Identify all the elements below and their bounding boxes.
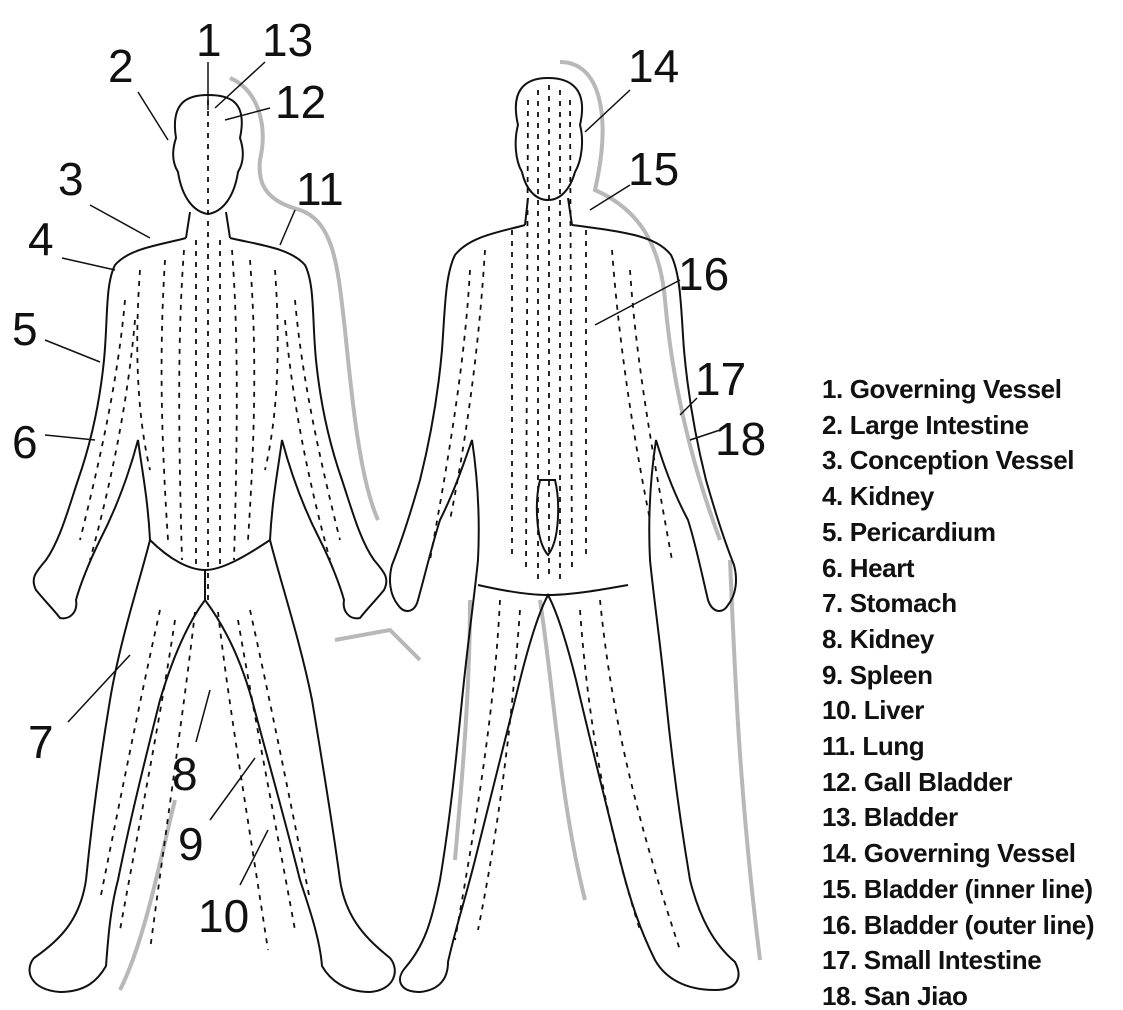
back-body-figure <box>390 78 738 992</box>
legend-item: 16. Bladder (outer line) <box>822 908 1094 944</box>
callout-leaders <box>45 62 720 885</box>
meridian-legend: 1. Governing Vessel 2. Large Intestine 3… <box>822 372 1094 1010</box>
back-meridian-lines <box>430 85 680 950</box>
legend-item: 4. Kidney <box>822 479 1094 515</box>
legend-item: 15. Bladder (inner line) <box>822 872 1094 908</box>
shadow-outlines <box>120 62 760 990</box>
legend-item: 6. Heart <box>822 551 1094 587</box>
back-torso-outline <box>390 225 738 992</box>
legend-item: 14. Governing Vessel <box>822 836 1094 872</box>
legend-item: 13. Bladder <box>822 800 1094 836</box>
callout-6: 6 <box>12 416 38 468</box>
legend-item: 17. Small Intestine <box>822 943 1094 979</box>
callout-1: 1 <box>196 14 222 66</box>
callout-10: 10 <box>198 890 249 942</box>
front-meridian-lines <box>80 100 340 950</box>
front-body-figure <box>30 95 395 992</box>
callout-15: 15 <box>628 143 679 195</box>
legend-item: 9. Spleen <box>822 658 1094 694</box>
callout-7: 7 <box>28 716 54 768</box>
callout-8: 8 <box>172 748 198 800</box>
callout-12: 12 <box>275 76 326 128</box>
legend-item: 18. San Jiao <box>822 979 1094 1010</box>
callout-4: 4 <box>28 213 54 265</box>
callout-13: 13 <box>262 14 313 66</box>
callout-9: 9 <box>178 818 204 870</box>
legend-item: 1. Governing Vessel <box>822 372 1094 408</box>
callout-11: 11 <box>296 163 344 215</box>
legend-item: 3. Conception Vessel <box>822 443 1094 479</box>
legend-item: 7. Stomach <box>822 586 1094 622</box>
callout-18: 18 <box>715 413 766 465</box>
callout-5: 5 <box>12 303 38 355</box>
legend-item: 2. Large Intestine <box>822 408 1094 444</box>
front-torso-outline <box>30 238 395 992</box>
legend-item: 10. Liver <box>822 693 1094 729</box>
callout-14: 14 <box>628 40 679 92</box>
legend-item: 11. Lung <box>822 729 1094 765</box>
legend-item: 8. Kidney <box>822 622 1094 658</box>
legend-item: 5. Pericardium <box>822 515 1094 551</box>
callout-16: 16 <box>678 248 729 300</box>
callout-numbers: 1 2 13 12 3 11 4 5 6 7 8 9 10 14 15 16 1… <box>12 14 766 942</box>
legend-item: 12. Gall Bladder <box>822 765 1094 801</box>
callout-3: 3 <box>58 153 84 205</box>
callout-2: 2 <box>108 40 134 92</box>
callout-17: 17 <box>695 353 746 405</box>
